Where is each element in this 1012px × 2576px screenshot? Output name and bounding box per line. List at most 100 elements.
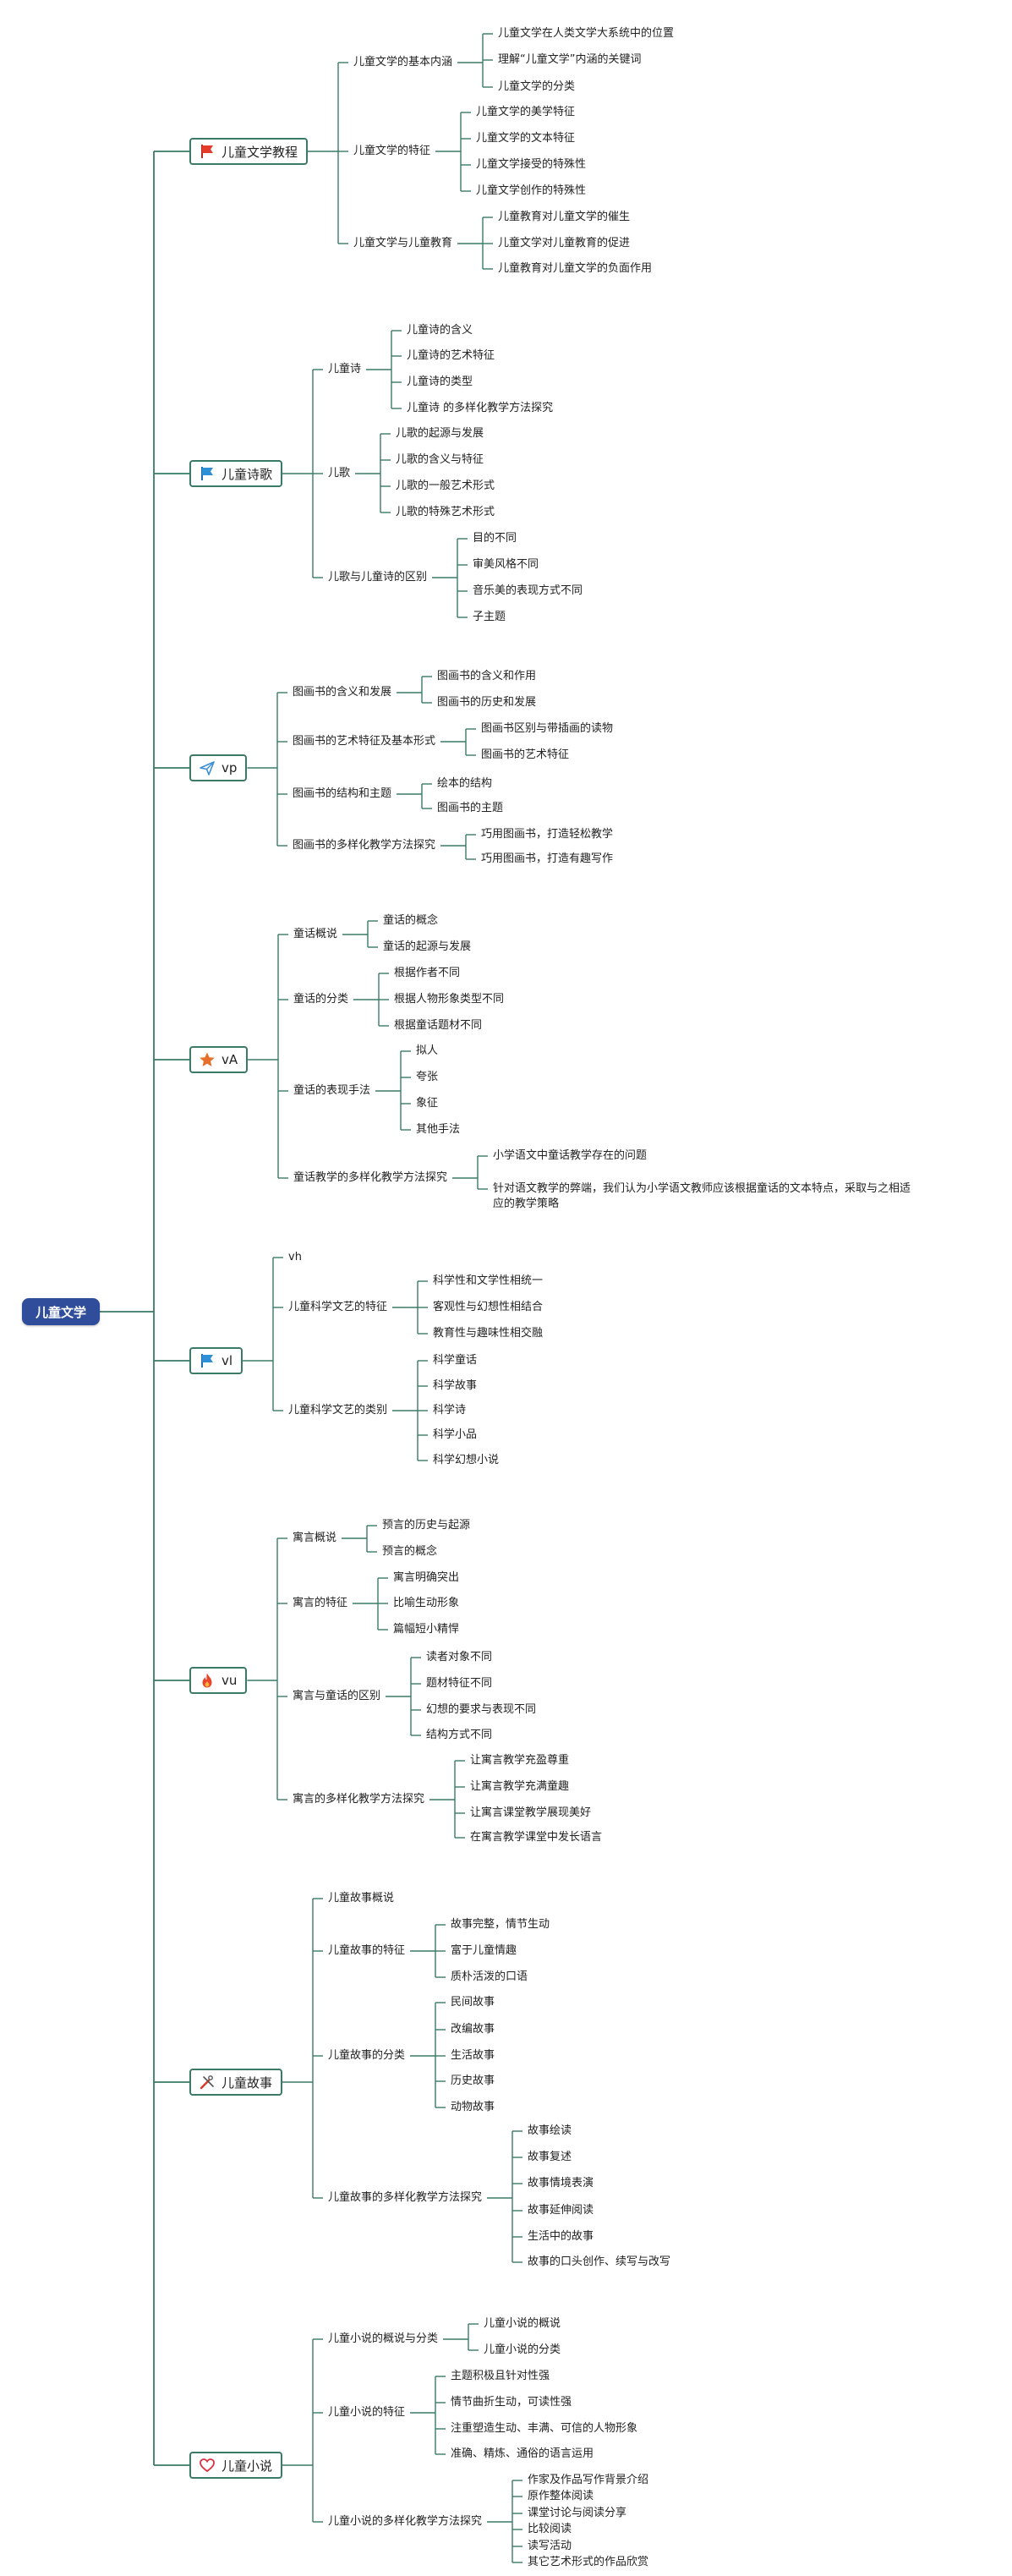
subtopic-node[interactable]: 图画书区别与带插画的读物: [481, 722, 614, 735]
topic-node[interactable]: 寓言概说: [293, 1532, 337, 1544]
topic-node[interactable]: 儿童故事的特征: [328, 1944, 406, 1957]
subtopic-node[interactable]: 儿歌的特殊艺术形式: [396, 506, 495, 518]
subtopic-node[interactable]: 小学语文中童话教学存在的问题: [493, 1149, 648, 1162]
subtopic-node[interactable]: 儿童文学对儿童教育的促进: [498, 237, 631, 249]
topic-node[interactable]: 儿童科学文艺的特征: [288, 1301, 388, 1313]
subtopic-node[interactable]: 针对语文教学的弊端，我们认为小学语文教师应该根据童话的文本特点，采取与之相适应的…: [493, 1182, 911, 1210]
topic-node[interactable]: 儿童故事的多样化教学方法探究: [328, 2191, 483, 2204]
subtopic-node[interactable]: 夸张: [416, 1071, 439, 1083]
subtopic-node[interactable]: 故事完整，情节生动: [451, 1918, 550, 1931]
subtopic-node[interactable]: 寓言明确突出: [393, 1571, 460, 1584]
subtopic-node[interactable]: 绘本的结构: [437, 777, 493, 790]
topic-node[interactable]: 儿童小说的多样化教学方法探究: [328, 2515, 483, 2528]
subtopic-node[interactable]: 图画书的艺术特征: [481, 748, 570, 761]
subtopic-node[interactable]: 科学性和文学性相统一: [433, 1274, 544, 1287]
topic-node[interactable]: 图画书的结构和主题: [293, 787, 392, 800]
subtopic-node[interactable]: 儿童诗的含义: [407, 324, 473, 337]
subtopic-node[interactable]: 读写活动: [528, 2540, 572, 2552]
subtopic-node[interactable]: 图画书的含义和作用: [437, 670, 537, 682]
subtopic-node[interactable]: 儿童文学的分类: [498, 80, 576, 93]
subtopic-node[interactable]: 在寓言教学课堂中发长语言: [470, 1831, 603, 1844]
subtopic-node[interactable]: 故事绘读: [528, 2124, 572, 2137]
subtopic-node[interactable]: 故事复述: [528, 2151, 572, 2163]
topic-node[interactable]: vh: [288, 1251, 302, 1263]
subtopic-node[interactable]: 儿童文学的文本特征: [476, 132, 576, 145]
subtopic-node[interactable]: 音乐美的表现方式不同: [473, 584, 583, 597]
subtopic-node[interactable]: 儿童诗 的多样化教学方法探究: [407, 402, 554, 414]
topic-node[interactable]: 寓言的特征: [293, 1597, 348, 1609]
subtopic-node[interactable]: 图画书的历史和发展: [437, 696, 537, 709]
subtopic-node[interactable]: 儿歌的含义与特征: [396, 453, 484, 466]
subtopic-node[interactable]: 动物故事: [451, 2101, 495, 2113]
subtopic-node[interactable]: 改编故事: [451, 2023, 495, 2036]
subtopic-node[interactable]: 民间故事: [451, 1996, 495, 2009]
subtopic-node[interactable]: 课堂讨论与阅读分享: [528, 2507, 627, 2519]
subtopic-node[interactable]: 让寓言教学充满童趣: [470, 1780, 570, 1793]
topic-node[interactable]: 童话的分类: [293, 993, 349, 1006]
subtopic-node[interactable]: 读者对象不同: [426, 1651, 493, 1663]
subtopic-node[interactable]: 理解“儿童文学”内涵的关键词: [498, 53, 642, 66]
subtopic-node[interactable]: 篇幅短小精悍: [393, 1623, 460, 1636]
topic-node[interactable]: 儿童小说的概说与分类: [328, 2332, 439, 2345]
topic-node[interactable]: 图画书的含义和发展: [293, 686, 392, 699]
subtopic-node[interactable]: 儿童小说的分类: [484, 2343, 561, 2356]
subtopic-node[interactable]: 其它艺术形式的作品欣赏: [528, 2556, 649, 2568]
topic-node[interactable]: 童话的表现手法: [293, 1084, 371, 1097]
subtopic-node[interactable]: 让寓言教学充盈尊重: [470, 1754, 570, 1767]
subtopic-node[interactable]: 科学幻想小说: [433, 1454, 500, 1466]
subtopic-node[interactable]: 生活故事: [451, 2049, 495, 2062]
topic-node[interactable]: 儿童文学的特征: [353, 145, 431, 157]
subtopic-node[interactable]: 原作整体阅读: [528, 2490, 594, 2502]
subtopic-node[interactable]: 比较阅读: [528, 2523, 572, 2535]
subtopic-node[interactable]: 儿歌的一般艺术形式: [396, 480, 495, 492]
branch-node-4[interactable]: vA: [189, 1046, 249, 1073]
root-node[interactable]: 儿童文学: [22, 1298, 100, 1325]
subtopic-node[interactable]: 情节曲折生动，可读性强: [451, 2396, 572, 2409]
branch-node-8[interactable]: 儿童小说: [189, 2452, 283, 2479]
topic-node[interactable]: 儿歌与儿童诗的区别: [328, 571, 428, 584]
subtopic-node[interactable]: 科学故事: [433, 1379, 478, 1392]
subtopic-node[interactable]: 故事延伸阅读: [528, 2204, 594, 2217]
subtopic-node[interactable]: 儿童文学在人类文学大系统中的位置: [498, 27, 675, 40]
subtopic-node[interactable]: 图画书的主题: [437, 802, 504, 814]
subtopic-node[interactable]: 客观性与幻想性相结合: [433, 1301, 544, 1313]
topic-node[interactable]: 儿歌: [328, 467, 351, 480]
subtopic-node[interactable]: 准确、精炼、通俗的语言运用: [451, 2447, 594, 2460]
subtopic-node[interactable]: 巧用图画书，打造轻松教学: [481, 828, 614, 841]
subtopic-node[interactable]: 儿童文学的美学特征: [476, 106, 576, 118]
subtopic-node[interactable]: 比喻生动形象: [393, 1597, 460, 1609]
subtopic-node[interactable]: 科学诗: [433, 1404, 467, 1417]
topic-node[interactable]: 图画书的艺术特征及基本形式: [293, 735, 436, 748]
branch-node-1[interactable]: 儿童文学教程: [189, 138, 309, 165]
subtopic-node[interactable]: 儿童诗的类型: [407, 375, 473, 388]
subtopic-node[interactable]: 结构方式不同: [426, 1729, 493, 1741]
topic-node[interactable]: 儿童文学的基本内涵: [353, 56, 453, 69]
subtopic-node[interactable]: 儿歌的起源与发展: [396, 427, 484, 440]
subtopic-node[interactable]: 题材特征不同: [426, 1677, 493, 1690]
branch-node-2[interactable]: 儿童诗歌: [189, 460, 283, 487]
subtopic-node[interactable]: 科学小品: [433, 1428, 478, 1441]
subtopic-node[interactable]: 子主题: [473, 611, 506, 623]
subtopic-node[interactable]: 质朴活泼的口语: [451, 1970, 528, 1983]
subtopic-node[interactable]: 儿童小说的概说: [484, 2317, 561, 2330]
topic-node[interactable]: 儿童诗: [328, 363, 362, 375]
subtopic-node[interactable]: 儿童教育对儿童文学的催生: [498, 211, 631, 223]
subtopic-node[interactable]: 历史故事: [451, 2075, 495, 2087]
topic-node[interactable]: 儿童小说的特征: [328, 2406, 406, 2419]
subtopic-node[interactable]: 教育性与趣味性相交融: [433, 1327, 544, 1340]
subtopic-node[interactable]: 富于儿童情趣: [451, 1944, 517, 1957]
branch-node-7[interactable]: 儿童故事: [189, 2069, 283, 2096]
subtopic-node[interactable]: 幻想的要求与表现不同: [426, 1703, 537, 1716]
branch-node-3[interactable]: vp: [189, 754, 248, 781]
subtopic-node[interactable]: 审美风格不同: [473, 558, 539, 571]
branch-node-6[interactable]: vu: [189, 1667, 248, 1694]
subtopic-node[interactable]: 预言的概念: [382, 1545, 438, 1558]
subtopic-node[interactable]: 作家及作品写作背景介绍: [528, 2474, 649, 2486]
subtopic-node[interactable]: 拟人: [416, 1044, 439, 1057]
subtopic-node[interactable]: 主题积极且针对性强: [451, 2370, 550, 2382]
subtopic-node[interactable]: 故事的口头创作、续写与改写: [528, 2255, 671, 2268]
subtopic-node[interactable]: 儿童教育对儿童文学的负面作用: [498, 262, 653, 275]
subtopic-node[interactable]: 让寓言课堂教学展现美好: [470, 1806, 592, 1819]
subtopic-node[interactable]: 儿童文学创作的特殊性: [476, 184, 587, 197]
topic-node[interactable]: 儿童文学与儿童教育: [353, 237, 453, 249]
